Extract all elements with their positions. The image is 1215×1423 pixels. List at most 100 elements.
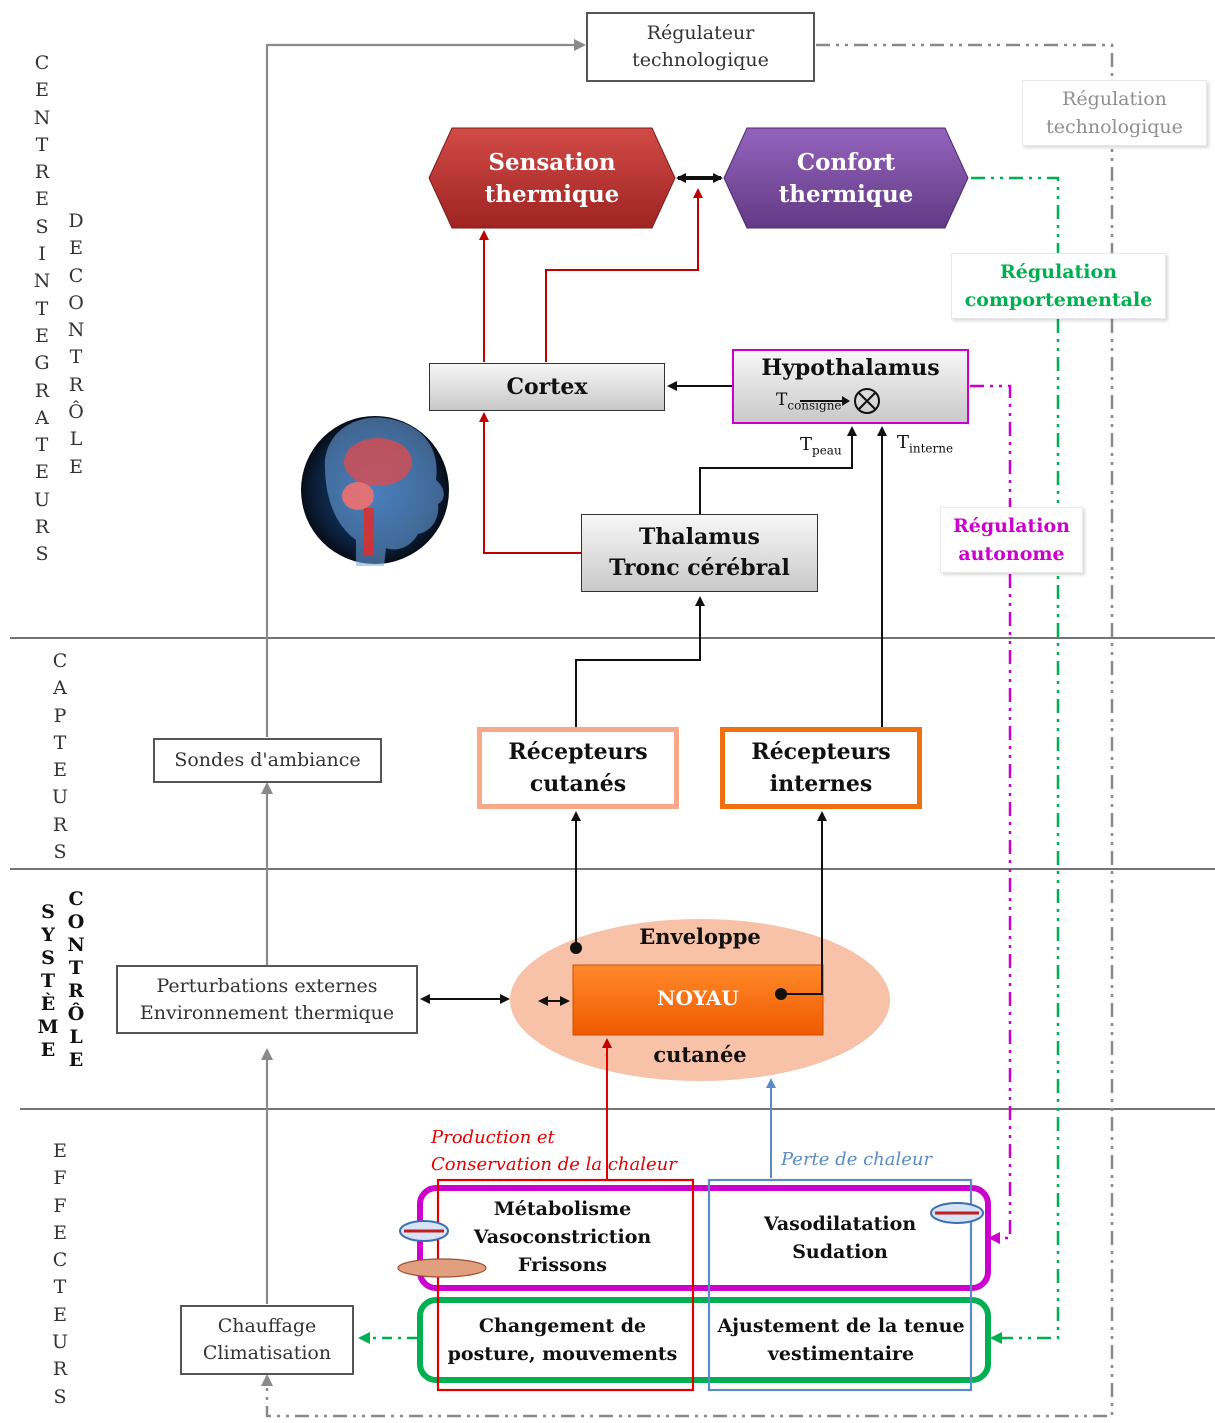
section-label-letter: U	[51, 786, 68, 809]
section-label-letter: R	[34, 161, 50, 184]
section-label-letter: T	[35, 434, 49, 457]
regulation-autonome-label: Régulation autonome	[940, 507, 1083, 573]
perturbations-line-1: Perturbations externes	[156, 974, 378, 997]
noyau-label: NOYAU	[657, 986, 739, 1010]
section-label-letter: S	[53, 1385, 67, 1408]
confort-line-2: thermique	[778, 181, 914, 208]
section-label-letter: N	[33, 270, 51, 293]
rec-internes-line-1: Récepteurs	[751, 739, 891, 765]
section-label-letter: T	[35, 133, 49, 156]
section-label-letter: N	[67, 319, 85, 342]
metabolisme-line-2: Vasoconstriction	[473, 1226, 652, 1248]
reg-comp-line-1: Régulation	[1000, 261, 1117, 283]
section-label-letter: S	[41, 947, 55, 969]
section-label-letter: E	[35, 188, 49, 211]
vasodilatation-line-2: Sudation	[792, 1241, 888, 1263]
metabolisme-line-1: Métabolisme	[493, 1198, 632, 1220]
section-label-letter: G	[34, 352, 50, 375]
section-label-letter: T	[40, 970, 56, 992]
section-label-letter: R	[34, 516, 50, 539]
section-label-letter: N	[33, 106, 51, 129]
section-label-letter: U	[33, 488, 50, 511]
t-consigne-main: T	[776, 390, 788, 410]
posture-line-2: posture, mouvements	[447, 1343, 678, 1365]
section-label-letter: E	[35, 324, 49, 347]
section-label-letter: O	[68, 291, 84, 314]
section-label-letter: E	[40, 1039, 56, 1061]
section-label-letter: L	[69, 428, 83, 451]
section-label-letter: S	[53, 841, 67, 864]
section-label-letter: R	[34, 379, 50, 402]
section-label-letter: P	[53, 704, 67, 727]
metabolisme-text: Métabolisme Vasoconstriction Frissons	[460, 1195, 665, 1279]
cutanee-label: cutanée	[653, 1042, 747, 1067]
vessel-icon-left	[397, 1220, 487, 1278]
sensation-hexagon	[428, 127, 676, 229]
section-label-letter: D	[68, 210, 84, 232]
thalamus-line-1: Thalamus	[639, 524, 760, 550]
section-label-letter: Ô	[68, 401, 84, 424]
regulation-technologique-label: Régulation technologique	[1022, 80, 1207, 146]
section-label-letter: R	[52, 813, 68, 836]
rec-cutanes-line-1: Récepteurs	[508, 739, 648, 765]
hypothalamus-label: Hypothalamus	[761, 355, 940, 381]
section-label-letter: A	[53, 677, 67, 700]
production-line-2: Conservation de la chaleur	[431, 1154, 677, 1175]
regulation-comportementale-label: Régulation comportementale	[951, 253, 1166, 319]
section-label-letter: Ô	[67, 1003, 85, 1025]
section-label-letter: E	[53, 1303, 67, 1326]
enveloppe-label: Enveloppe	[639, 924, 761, 949]
sensation-line-2: thermique	[484, 181, 620, 208]
chauffage-box: Chauffage Climatisation	[180, 1305, 354, 1375]
section-label-letter: U	[51, 1331, 68, 1354]
section-label-letter: E	[53, 759, 67, 782]
section-label-letter: T	[35, 297, 49, 320]
t-interne-main: T	[897, 432, 910, 453]
section-label-letter: T	[68, 957, 84, 979]
cortex-box: Cortex	[429, 363, 665, 411]
posture-line-1: Changement de	[478, 1315, 647, 1337]
t-peau-label: Tpeau	[800, 434, 842, 458]
t-peau-sub: peau	[812, 443, 842, 458]
confort-hexagon	[723, 127, 969, 229]
section-label-letter: E	[53, 1140, 67, 1162]
summing-junction-icon	[800, 388, 880, 414]
section-label-letter: S	[35, 543, 49, 566]
reg-auto-line-1: Régulation	[953, 515, 1070, 537]
regulateur-line-1: Régulateur	[646, 22, 755, 44]
section-label-letter: T	[53, 1276, 67, 1299]
section-label-letter: E	[69, 237, 83, 260]
reg-comp-line-2: comportementale	[964, 289, 1153, 311]
section-label-letter: M	[37, 1016, 59, 1038]
section-label-letter: C	[52, 1249, 68, 1272]
recepteurs-cutanes-box: Récepteurs cutanés	[477, 727, 679, 809]
section-label-letter: S	[41, 901, 55, 923]
confort-thermique-label: Confort thermique	[747, 147, 945, 211]
section-label-letter: C	[68, 264, 84, 287]
production-frame	[436, 1178, 695, 1392]
section-label-letter: E	[53, 1221, 67, 1244]
t-interne-sub: interne	[909, 441, 954, 456]
t-peau-main: T	[800, 434, 813, 455]
reg-auto-line-2: autonome	[958, 543, 1065, 565]
perte-label: Perte de chaleur	[781, 1149, 933, 1170]
section-label-letter: T	[53, 731, 67, 754]
section-label-letter: R	[68, 373, 84, 396]
section-label-letter: E	[68, 1049, 84, 1071]
reg-tech-line-2: technologique	[1046, 116, 1183, 138]
production-line-1: Production et	[431, 1127, 555, 1148]
section-label-letter: L	[69, 1026, 83, 1048]
hypothalamus-box: Hypothalamus	[732, 349, 969, 424]
section-label-letter: C	[68, 888, 84, 910]
section-label-letter: C	[34, 52, 50, 74]
section-label-letter: È	[40, 993, 56, 1015]
section-label-letter: F	[53, 1167, 67, 1190]
section-label-letter: N	[67, 934, 85, 956]
perturbations-box: Perturbations externes Environnement the…	[116, 965, 418, 1034]
sensation-line-1: Sensation	[488, 149, 616, 176]
sondes-label: Sondes d'ambiance	[174, 749, 361, 771]
